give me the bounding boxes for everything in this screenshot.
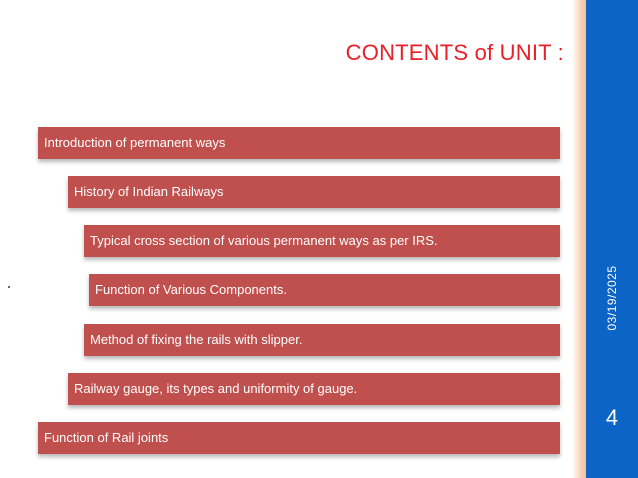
- stray-dot: [8, 286, 10, 288]
- sidebar: [586, 0, 638, 478]
- contents-item-4: Function of Various Components.: [89, 274, 560, 306]
- contents-item-5: Method of fixing the rails with slipper.: [84, 324, 560, 356]
- page-number: 4: [605, 405, 619, 430]
- contents-item-7: Function of Rail joints: [38, 422, 560, 454]
- sidebar-shadow: [572, 0, 586, 478]
- contents-item-6: Railway gauge, its types and uniformity …: [68, 373, 560, 405]
- contents-item-1: Introduction of permanent ways: [38, 127, 560, 159]
- contents-item-3: Typical cross section of various permane…: [84, 225, 560, 257]
- slide-title: CONTENTS of UNIT :: [345, 40, 564, 65]
- slide-date: 03/19/2025: [605, 265, 619, 331]
- contents-item-2: History of Indian Railways: [68, 176, 560, 208]
